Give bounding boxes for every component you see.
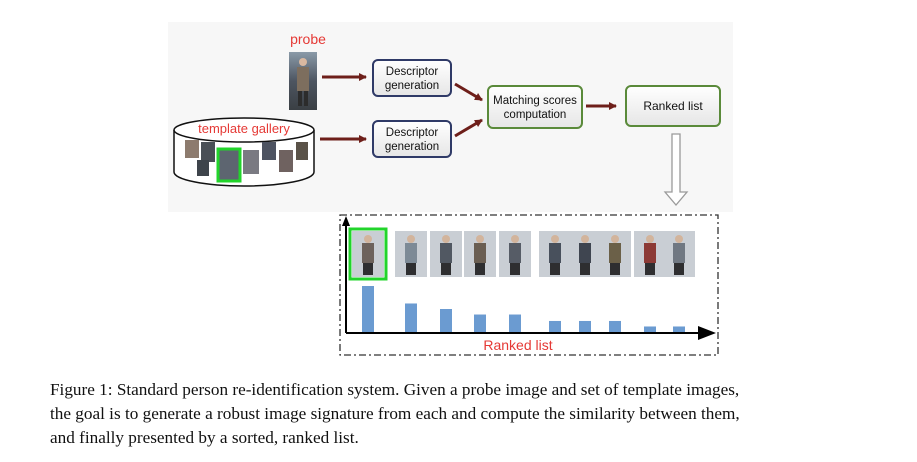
arrow-descriptor1-to-matching bbox=[454, 82, 483, 102]
hollow-down-arrow bbox=[663, 133, 689, 207]
score-bar-6 bbox=[549, 320, 561, 332]
ranked-panel-label: Ranked list bbox=[483, 337, 552, 353]
descriptor-generation-box-probe: Descriptor generation bbox=[372, 59, 452, 97]
matching-box-line-2: computation bbox=[504, 109, 567, 121]
ranked-thumbnail-3 bbox=[430, 231, 462, 277]
ranked-box-label: Ranked list bbox=[643, 99, 703, 113]
ranked-thumbnail-7 bbox=[569, 231, 601, 277]
caption-line-2: the goal is to generate a robust image s… bbox=[50, 404, 740, 423]
ranked-thumbnail-9 bbox=[634, 231, 666, 277]
descriptor-box-2-line-1: Descriptor bbox=[386, 127, 439, 139]
ranked-list-panel bbox=[339, 214, 719, 356]
top-match-highlight bbox=[348, 227, 388, 281]
ranked-thumbnail-5 bbox=[499, 231, 531, 277]
descriptor-box-1-line-1: Descriptor bbox=[386, 66, 439, 78]
gallery-thumbnails bbox=[185, 140, 308, 180]
score-bar-4 bbox=[474, 314, 486, 332]
figure-caption: Figure 1: Standard person re-identificat… bbox=[50, 378, 880, 450]
score-bar-2 bbox=[405, 303, 417, 332]
score-bar-7 bbox=[579, 320, 591, 332]
ranked-thumbnail-10 bbox=[663, 231, 695, 277]
ranked-thumbnail-6 bbox=[539, 231, 571, 277]
re-identification-figure: probe template gallery Descriptor genera… bbox=[173, 31, 721, 356]
x-axis-arrowhead bbox=[698, 326, 716, 340]
arrow-descriptor2-to-matching bbox=[454, 118, 483, 138]
ranked-thumbnail-4 bbox=[464, 231, 496, 277]
ranked-thumbnails bbox=[348, 227, 695, 281]
descriptor-box-2-line-2: generation bbox=[385, 141, 439, 153]
ranked-thumbnail-8 bbox=[599, 231, 631, 277]
score-bar-1 bbox=[362, 286, 374, 332]
ranked-list-box: Ranked list bbox=[625, 85, 721, 127]
y-axis-arrowhead bbox=[342, 216, 350, 226]
caption-line-3: and finally presented by a sorted, ranke… bbox=[50, 428, 359, 447]
score-bar-9 bbox=[644, 326, 656, 332]
score-bars bbox=[362, 286, 685, 332]
matching-box-line-1: Matching scores bbox=[493, 95, 577, 107]
score-bar-3 bbox=[440, 309, 452, 332]
matching-scores-box: Matching scores computation bbox=[487, 85, 583, 129]
caption-line-1: Figure 1: Standard person re-identificat… bbox=[50, 380, 740, 399]
score-bar-8 bbox=[609, 320, 621, 332]
ranked-thumbnail-1 bbox=[348, 227, 388, 281]
score-bar-5 bbox=[509, 314, 521, 332]
gallery-match-highlight bbox=[216, 147, 242, 183]
gallery-label: template gallery bbox=[198, 121, 290, 136]
ranked-thumbnail-2 bbox=[395, 231, 427, 277]
descriptor-box-1-line-2: generation bbox=[385, 80, 439, 92]
descriptor-generation-box-gallery: Descriptor generation bbox=[372, 120, 452, 158]
probe-label: probe bbox=[290, 31, 326, 47]
score-bar-10 bbox=[673, 326, 685, 332]
probe-image bbox=[289, 52, 317, 110]
